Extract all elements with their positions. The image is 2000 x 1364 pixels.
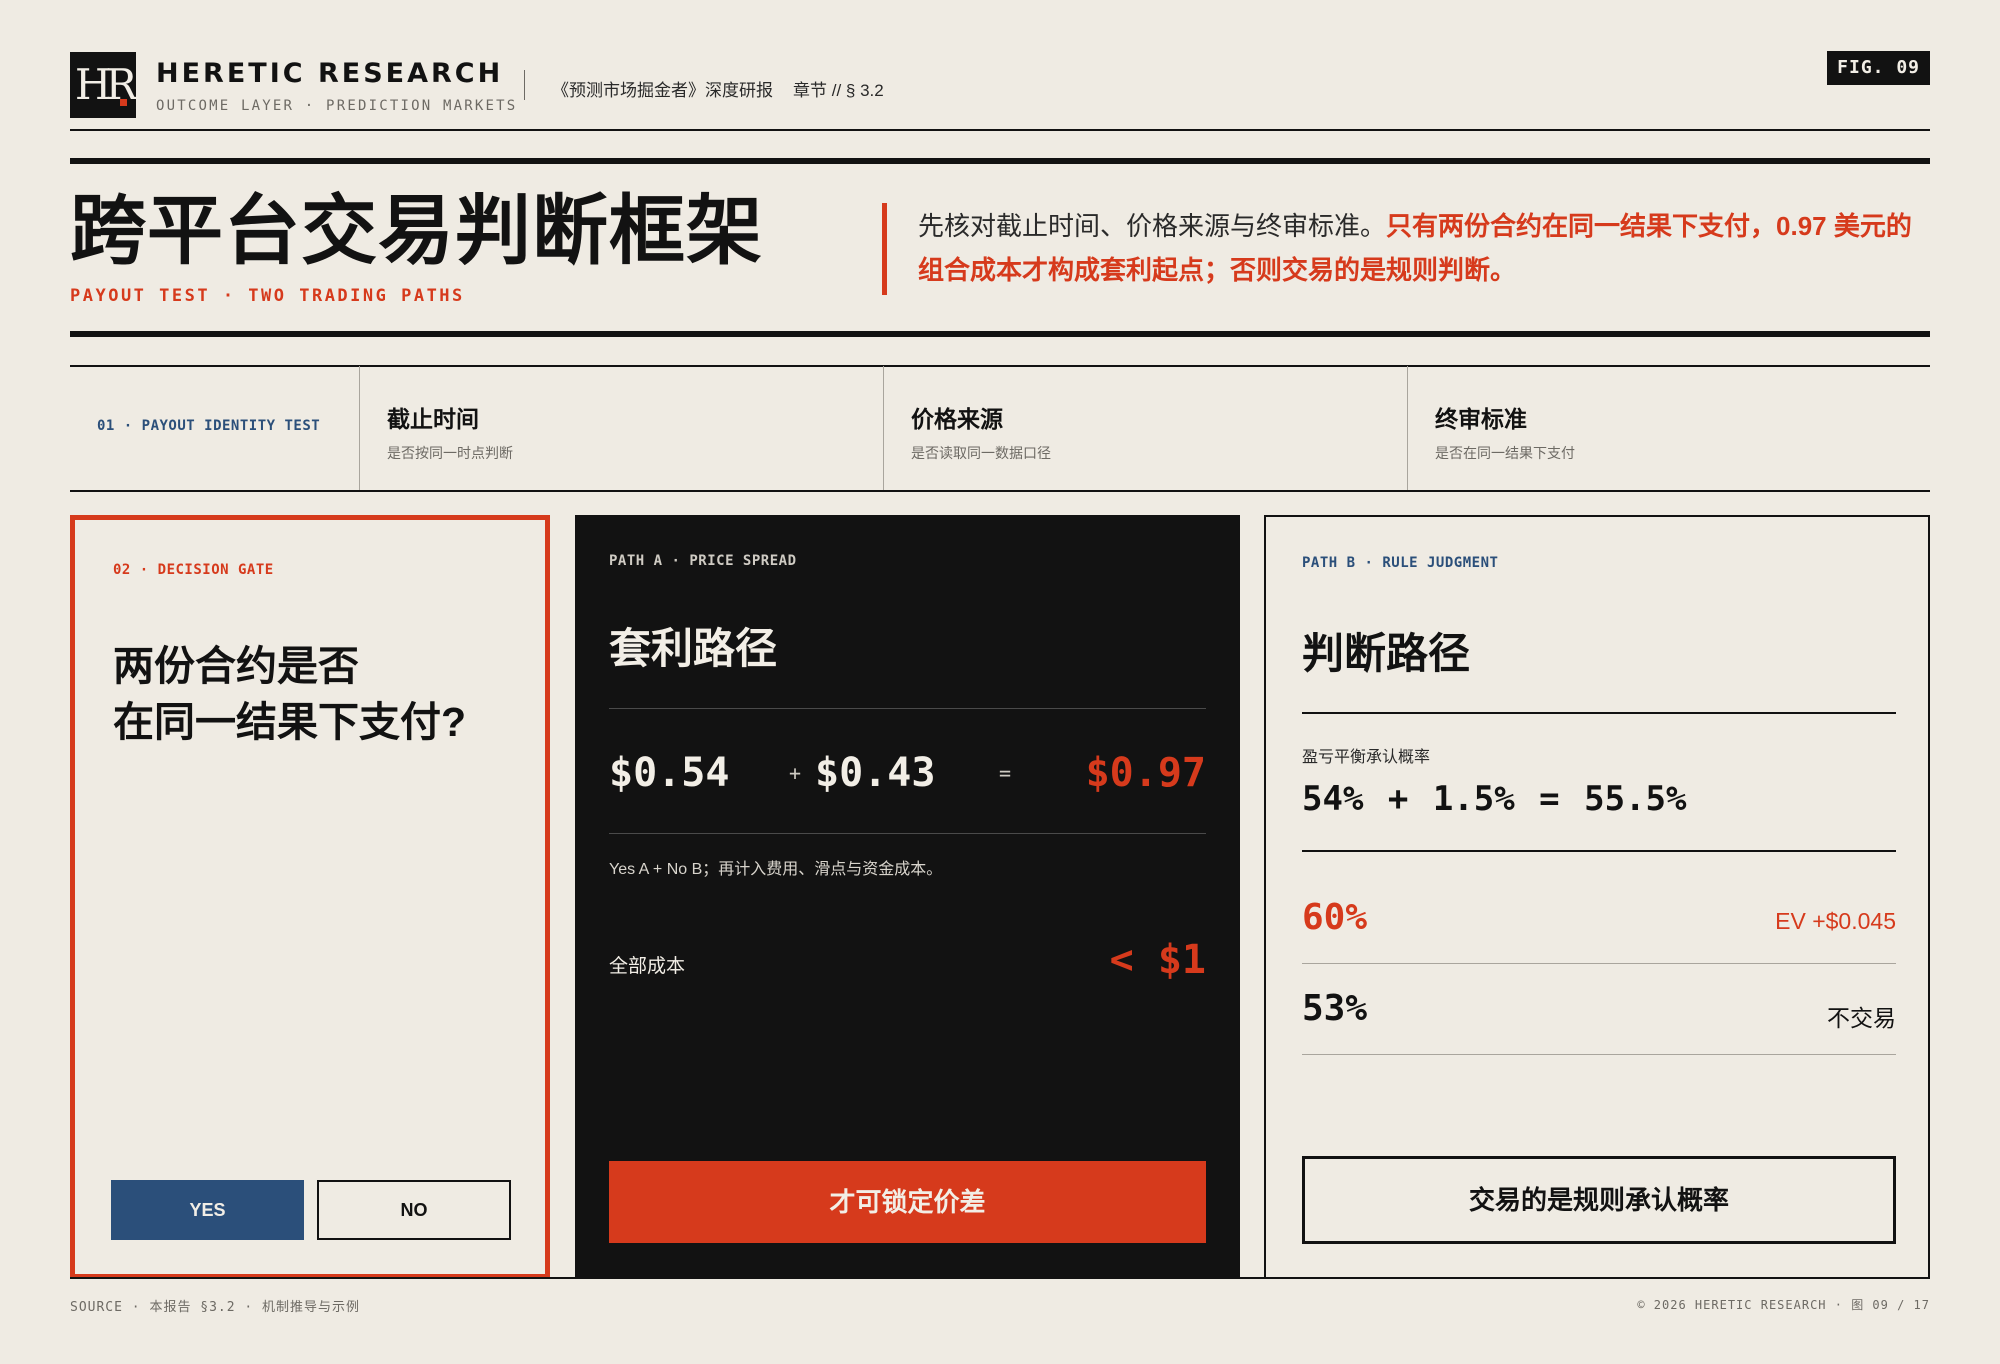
- probability-row: 53% 不交易: [1302, 980, 1896, 1040]
- test-item-desc: 是否读取同一数据口径: [911, 445, 1051, 461]
- path-a-heading: 套利路径: [609, 625, 778, 672]
- total-cost-value: < $1: [1109, 937, 1206, 983]
- breakeven-label: 盈亏平衡承认概率: [1302, 749, 1431, 766]
- plus-sign: +: [789, 761, 802, 785]
- test-label: 01 · PAYOUT IDENTITY TEST: [97, 418, 321, 434]
- total-cost-label: 全部成本: [609, 956, 686, 977]
- probability-result: 不交易: [1827, 1005, 1896, 1031]
- probability-value: 60%: [1302, 897, 1368, 938]
- figure-badge: FIG. 09: [1827, 51, 1930, 85]
- decision-gate-panel: 02 · DECISION GATE 两份合约是否 在同一结果下支付? YES …: [70, 515, 550, 1279]
- probability-value: 53%: [1302, 988, 1368, 1029]
- lock-spread-button[interactable]: 才可锁定价差: [609, 1161, 1206, 1243]
- yes-button[interactable]: YES: [111, 1180, 304, 1240]
- test-item-title: 终审标准: [1435, 406, 1527, 432]
- probability-row: 60% EV +$0.045: [1302, 889, 1896, 949]
- test-item-final-ruling: 终审标准 是否在同一结果下支付: [1407, 366, 1930, 492]
- test-item-title: 截止时间: [387, 406, 479, 432]
- equals-sign: =: [999, 761, 1012, 785]
- lead-accent-bar: [882, 203, 887, 295]
- gate-question: 两份合约是否 在同一结果下支付?: [113, 638, 533, 750]
- title-bottom-rule: [70, 331, 1930, 337]
- brand-logo: HR: [70, 52, 137, 118]
- path-a-note: Yes A + No B；再计入费用、滑点与资金成本。: [609, 861, 943, 878]
- path-b-panel: PATH B · RULE JUDGMENT 判断路径 盈亏平衡承认概率 54%…: [1264, 515, 1930, 1279]
- divider: [1302, 850, 1896, 852]
- gate-eyebrow: 02 · DECISION GATE: [113, 562, 274, 578]
- header-rule: [70, 129, 1930, 131]
- combined-cost: $0.97: [1085, 750, 1206, 796]
- breakeven-equation: 54% + 1.5% = 55.5%: [1302, 779, 1687, 819]
- path-b-eyebrow: PATH B · RULE JUDGMENT: [1302, 555, 1499, 571]
- yes-a-price: $0.54: [609, 750, 730, 796]
- path-b-heading: 判断路径: [1302, 630, 1471, 677]
- no-button[interactable]: NO: [317, 1180, 511, 1240]
- divider: [1302, 712, 1896, 714]
- path-a-panel: PATH A · PRICE SPREAD 套利路径 $0.54 + $0.43…: [575, 515, 1240, 1279]
- divider: [1302, 963, 1896, 964]
- rule-judgment-button[interactable]: 交易的是规则承认概率: [1302, 1156, 1896, 1244]
- gate-question-line: 在同一结果下支付?: [113, 699, 467, 745]
- lead-normal: 先核对截止时间、价格来源与终审标准。: [918, 211, 1387, 241]
- report-title: 《预测市场掘金者》深度研报: [552, 81, 773, 100]
- divider: [609, 708, 1206, 709]
- test-item-desc: 是否按同一时点判断: [387, 445, 513, 461]
- test-item-title: 价格来源: [911, 406, 1003, 432]
- test-row-bottom-rule: [70, 490, 1930, 492]
- divider: [1302, 1054, 1896, 1055]
- gate-question-line: 两份合约是否: [113, 643, 359, 689]
- no-b-price: $0.43: [815, 750, 936, 796]
- logo-dot: [120, 99, 127, 106]
- test-item-deadline: 截止时间 是否按同一时点判断: [359, 366, 883, 492]
- probability-result: EV +$0.045: [1775, 908, 1896, 934]
- page-subtitle: PAYOUT TEST · TWO TRADING PATHS: [70, 286, 465, 306]
- lead-text: 先核对截止时间、价格来源与终审标准。只有两份合约在同一结果下支付，0.97 美元…: [918, 204, 1918, 292]
- brand-subtitle: OUTCOME LAYER · PREDICTION MARKETS: [156, 98, 518, 114]
- chapter-ref: 章节 // § 3.2: [793, 81, 884, 100]
- divider: [609, 833, 1206, 834]
- test-item-desc: 是否在同一结果下支付: [1435, 445, 1575, 461]
- page-title: 跨平台交易判断框架: [70, 186, 763, 275]
- title-top-rule: [70, 158, 1930, 164]
- brand-name: HERETIC RESEARCH: [156, 58, 504, 89]
- footer-rule: [70, 1277, 1930, 1279]
- cost-equation: $0.54 + $0.43 = $0.97: [609, 748, 1206, 798]
- source-note: SOURCE · 本报告 §3.2 · 机制推导与示例: [70, 1300, 361, 1315]
- test-row-top-rule: [70, 365, 1930, 367]
- lead-highlight: 只有两份合约在同一结果下支付，0.97 美元的组合成本才构成套利起点；否则交易的…: [918, 211, 1912, 285]
- copyright-note: © 2026 HERETIC RESEARCH · 图 09 / 17: [1637, 1298, 1930, 1312]
- header-separator: [524, 70, 525, 100]
- test-item-price-source: 价格来源 是否读取同一数据口径: [883, 366, 1407, 492]
- payout-identity-test: 01 · PAYOUT IDENTITY TEST 截止时间 是否按同一时点判断…: [70, 366, 1930, 492]
- report-meta: 《预测市场掘金者》深度研报 章节 // § 3.2: [552, 76, 884, 101]
- path-a-eyebrow: PATH A · PRICE SPREAD: [609, 553, 797, 569]
